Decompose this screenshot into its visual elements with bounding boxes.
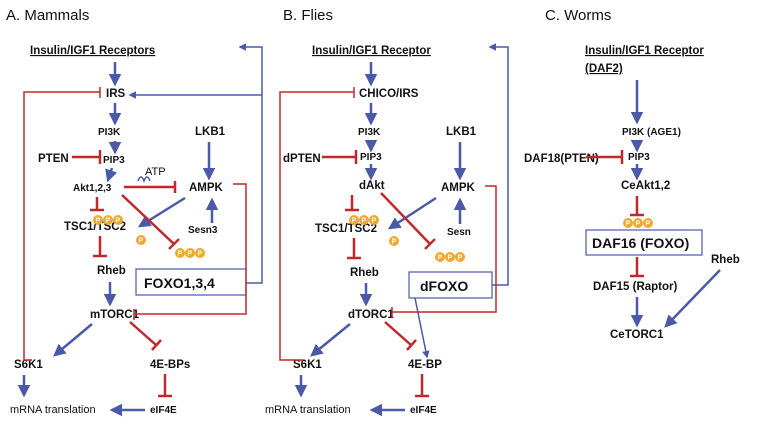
node-pip3: PIP3 xyxy=(360,152,382,163)
node-receptor-line2: (DAF2) xyxy=(585,63,623,75)
svg-text:P: P xyxy=(96,218,101,225)
node-s6k1: S6K1 xyxy=(293,359,322,371)
panel-title-flies: B. Flies xyxy=(283,7,333,24)
inhibition-arrows-mammals xyxy=(72,150,180,398)
node-4ebp: 4E-BPs xyxy=(150,359,190,371)
feedback-inhibition-mammals xyxy=(23,87,247,361)
node-akt: Akt1,2,3 xyxy=(73,183,112,194)
node-rheb: Rheb xyxy=(97,265,126,277)
phospho-cluster-foxo-flies: P P P xyxy=(435,252,465,262)
node-pi3k: PI3K xyxy=(98,127,121,138)
node-pten: DAF18(PTEN) xyxy=(524,153,599,165)
inhibition-arrows-flies xyxy=(322,150,436,398)
svg-text:P: P xyxy=(188,251,193,258)
svg-text:P: P xyxy=(372,218,377,225)
node-pip3: PIP3 xyxy=(103,155,125,166)
node-torc1: dTORC1 xyxy=(348,309,394,321)
node-receptor: Insulin/IGF1 Receptors xyxy=(30,45,155,57)
node-foxo: FOXO1,3,4 xyxy=(144,275,215,291)
svg-text:P: P xyxy=(106,218,111,225)
node-pi3k: PI3K (AGE1) xyxy=(622,127,681,138)
svg-text:P: P xyxy=(448,255,453,262)
node-pten: PTEN xyxy=(38,153,69,165)
node-atp: ATP xyxy=(145,166,166,178)
node-torc1: CeTORC1 xyxy=(610,329,664,341)
feedback-lines-flies xyxy=(414,43,509,359)
node-foxo: DAF16 (FOXO) xyxy=(592,235,689,251)
svg-text:P: P xyxy=(178,251,183,258)
foxo-box xyxy=(585,229,703,256)
svg-text:P: P xyxy=(646,221,651,228)
node-4ebp: 4E-BP xyxy=(408,359,442,371)
node-sesn: Sesn xyxy=(447,227,471,238)
activation-arrows-flies xyxy=(294,62,467,417)
node-foxo: dFOXO xyxy=(420,278,468,294)
svg-text:P: P xyxy=(198,251,203,258)
node-receptor-line1: Insulin/IGF1 Receptor xyxy=(585,45,704,57)
node-receptor: Insulin/IGF1 Receptor xyxy=(312,45,431,57)
svg-text:P: P xyxy=(352,218,357,225)
node-s6k1: S6K1 xyxy=(14,359,43,371)
node-eif4e: eIF4E xyxy=(410,405,437,416)
phospho-cluster-foxo-worms: P P P xyxy=(623,218,653,228)
node-translation: mRNA translation xyxy=(265,404,351,416)
panel-title-worms: C. Worms xyxy=(545,7,611,24)
node-raptor: DAF15 (Raptor) xyxy=(593,281,678,293)
svg-text:P: P xyxy=(458,255,463,262)
svg-text:P: P xyxy=(438,255,443,262)
node-pip3: PIP3 xyxy=(628,152,650,163)
activation-arrows-worms xyxy=(630,80,721,328)
node-lkb1: LKB1 xyxy=(195,126,226,138)
panel-flies: B. Flies Insulin/IGF1 Receptor CHICO/IRS… xyxy=(265,7,509,417)
node-pi3k: PI3K xyxy=(358,127,381,138)
node-akt: CeAkt1,2 xyxy=(621,180,670,192)
node-ampk: AMPK xyxy=(189,182,224,194)
node-pten: dPTEN xyxy=(283,153,321,165)
node-chico-irs: CHICO/IRS xyxy=(359,88,419,100)
node-ampk: AMPK xyxy=(441,182,476,194)
node-sesn: Sesn3 xyxy=(188,225,218,236)
node-irs: IRS xyxy=(106,88,126,100)
inhibition-arrows-worms xyxy=(586,150,644,278)
svg-text:P: P xyxy=(626,221,631,228)
node-akt: dAkt xyxy=(359,180,385,192)
feedback-lines-mammals xyxy=(128,43,263,284)
node-rheb: Rheb xyxy=(350,267,379,279)
svg-text:P: P xyxy=(362,218,367,225)
node-translation: mRNA translation xyxy=(10,404,96,416)
svg-text:P: P xyxy=(392,239,397,246)
phospho-cluster-foxo-mammals: P P P xyxy=(175,248,205,258)
node-tsc: TSC1/TSC2 xyxy=(315,223,377,235)
node-mtorc1: mTORC1 xyxy=(90,309,140,321)
phospho-cluster-tsc-flies: P P P P xyxy=(349,215,399,246)
node-eif4e: eIF4E xyxy=(150,405,177,416)
panel-title-mammals: A. Mammals xyxy=(6,7,89,24)
svg-text:P: P xyxy=(116,218,121,225)
foxo-box xyxy=(408,271,493,299)
node-rheb: Rheb xyxy=(711,254,740,266)
svg-text:P: P xyxy=(139,238,144,245)
svg-text:P: P xyxy=(636,221,641,228)
node-lkb1: LKB1 xyxy=(446,126,477,138)
feedback-inhibition-flies xyxy=(279,87,497,361)
activation-arrows-mammals xyxy=(17,62,219,417)
phospho-cluster-tsc-mammals: P P P P xyxy=(93,215,146,245)
panel-worms: C. Worms Insulin/IGF1 Receptor (DAF2) PI… xyxy=(524,7,740,341)
panel-mammals: A. Mammals Insulin/IGF1 Receptors IRS PI… xyxy=(6,7,263,417)
